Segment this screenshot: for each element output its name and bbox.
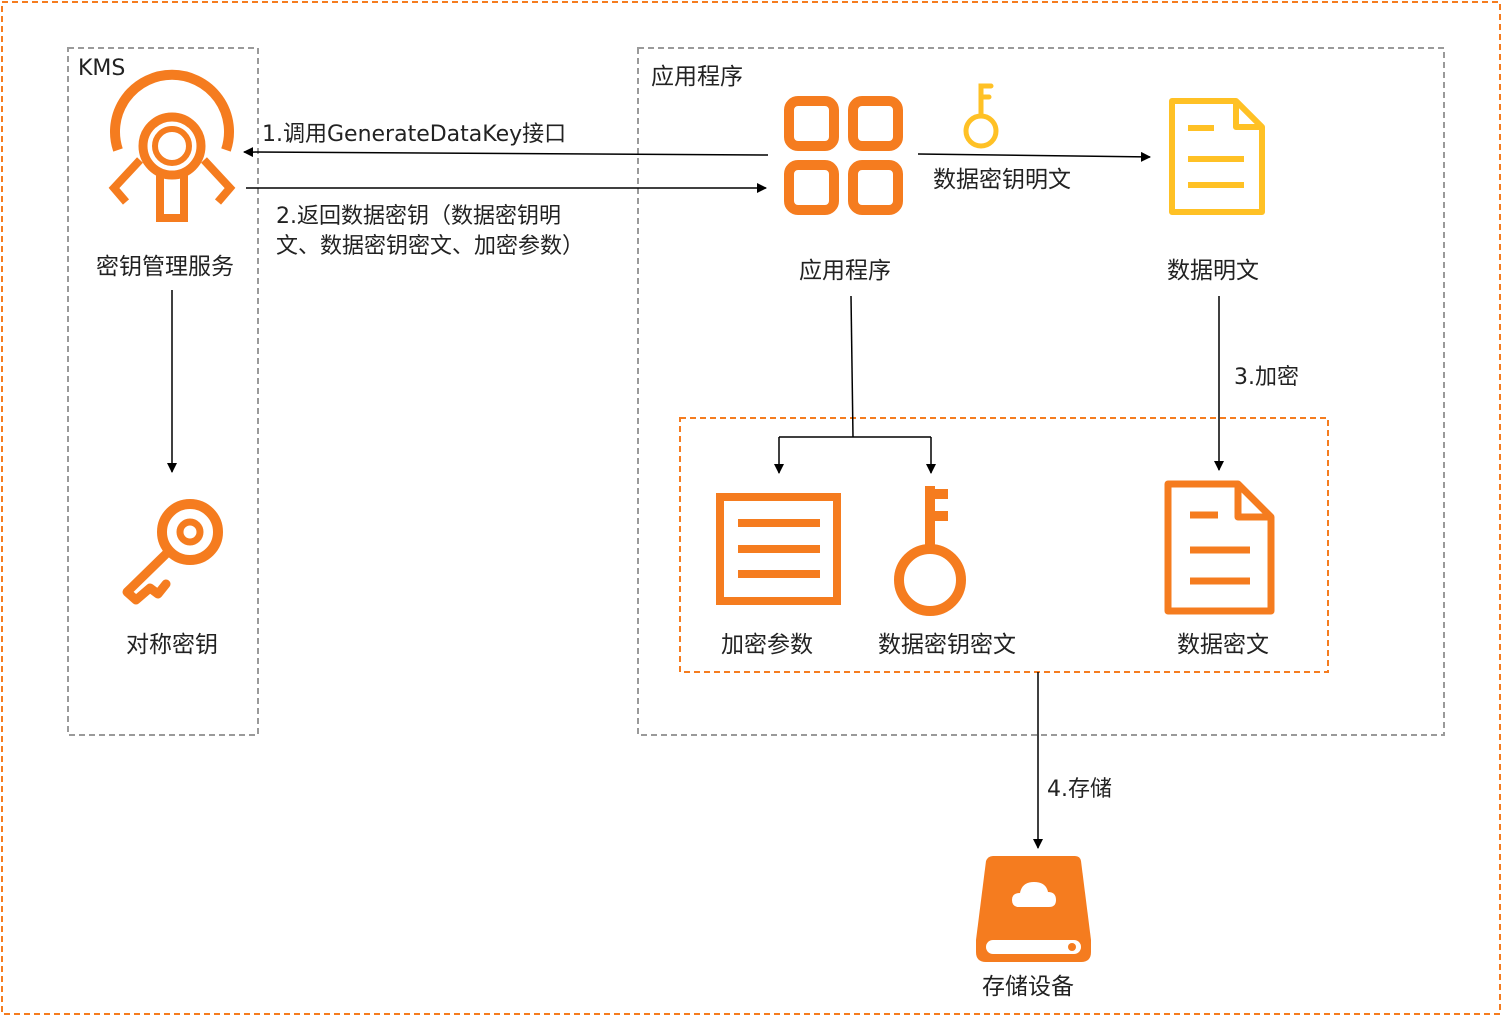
symmetric-key-label: 对称密钥 <box>126 632 218 658</box>
edge-app-to-plaintext <box>917 151 1151 162</box>
edge-step2-label-line1: 2.返回数据密钥（数据密钥明 <box>276 204 561 229</box>
storage-device-label: 存储设备 <box>982 974 1074 1000</box>
encrypted-key-icon <box>894 486 966 616</box>
kms-service-label: 密钥管理服务 <box>96 254 234 280</box>
small-key-icon <box>963 83 999 149</box>
edge-step3-label: 3.加密 <box>1234 365 1299 390</box>
app-group-title: 应用程序 <box>651 64 743 90</box>
kms-group-title: KMS <box>78 56 126 81</box>
application-label: 应用程序 <box>799 258 891 284</box>
edge-step1-label: 1.调用GenerateDataKey接口 <box>262 122 567 147</box>
encrypted-key-label: 数据密钥密文 <box>878 632 1016 658</box>
kms-group-box <box>67 47 259 736</box>
edge-step1 <box>243 147 769 158</box>
edge-step4-label: 4.存储 <box>1047 777 1112 802</box>
app-group-box <box>637 47 1445 736</box>
encryption-params-label: 加密参数 <box>721 632 813 658</box>
document-icon <box>1169 98 1265 215</box>
ciphertext-document-icon <box>1164 480 1275 615</box>
data-ciphertext-label: 数据密文 <box>1177 632 1269 658</box>
kms-key-icon <box>108 69 236 222</box>
edge-app-branch <box>774 295 936 474</box>
cloud-storage-icon <box>976 856 1091 962</box>
list-icon <box>716 493 841 605</box>
app-grid-icon <box>784 96 903 215</box>
plaintext-key-label: 数据密钥明文 <box>933 167 1071 193</box>
data-plaintext-label: 数据明文 <box>1167 258 1259 284</box>
symmetric-key-icon <box>122 499 223 605</box>
encrypted-output-box <box>679 417 1329 673</box>
edge-step2-label-line2: 文、数据密钥密文、加密参数） <box>276 234 585 259</box>
